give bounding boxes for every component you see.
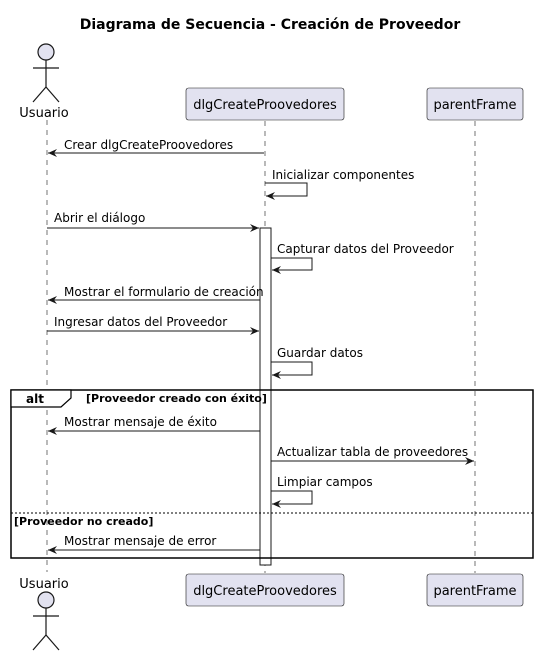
participant-parent-top: parentFrame [426,87,524,121]
participant-label: dlgCreateProovedores [193,584,337,599]
alt-guard-success: [Proveedor creado con éxito] [86,392,267,405]
message-label: Mostrar mensaje de error [64,534,216,548]
message-label: Abrir el diálogo [54,211,145,225]
actor-label: Usuario [19,577,68,592]
participant-label: parentFrame [433,98,516,113]
actor-usuario-top: Usuario [19,43,69,121]
message-label: Actualizar tabla de proveedores [277,445,468,459]
self-message-arrow [271,257,313,274]
alt-fragment: alt [Proveedor creado con éxito] [Provee… [10,389,534,559]
alt-keyword: alt [26,392,44,406]
self-message-arrow [271,361,313,379]
message-label: Inicializar componentes [272,168,414,182]
actor-head [37,591,55,609]
message-label: Limpiar campos [277,475,373,489]
participant-label: parentFrame [433,584,516,599]
message-label: Capturar datos del Proveedor [277,242,454,256]
self-message-arrow [271,490,313,508]
message-label: Mostrar mensaje de éxito [64,415,217,429]
alt-guard-failure: [Proveedor no creado] [14,515,153,528]
participant-parent-bottom: parentFrame [426,573,524,607]
actor-label: Usuario [19,106,68,121]
participant-dlg-top: dlgCreateProovedores [185,87,345,121]
message-label: Guardar datos [277,346,363,360]
diagram-title: Diagrama de Secuencia - Creación de Prov… [80,17,461,33]
message-label: Mostrar el formulario de creación [64,285,264,299]
actor-head [37,43,55,61]
message-label: Crear dlgCreateProovedores [64,138,233,152]
actor-usuario-bottom: Usuario [19,577,69,651]
activation-bar [259,227,272,566]
self-message-arrow [265,182,308,200]
message-label: Ingresar datos del Proveedor [54,315,227,329]
participant-label: dlgCreateProovedores [193,98,337,113]
participant-dlg-bottom: dlgCreateProovedores [185,573,345,607]
